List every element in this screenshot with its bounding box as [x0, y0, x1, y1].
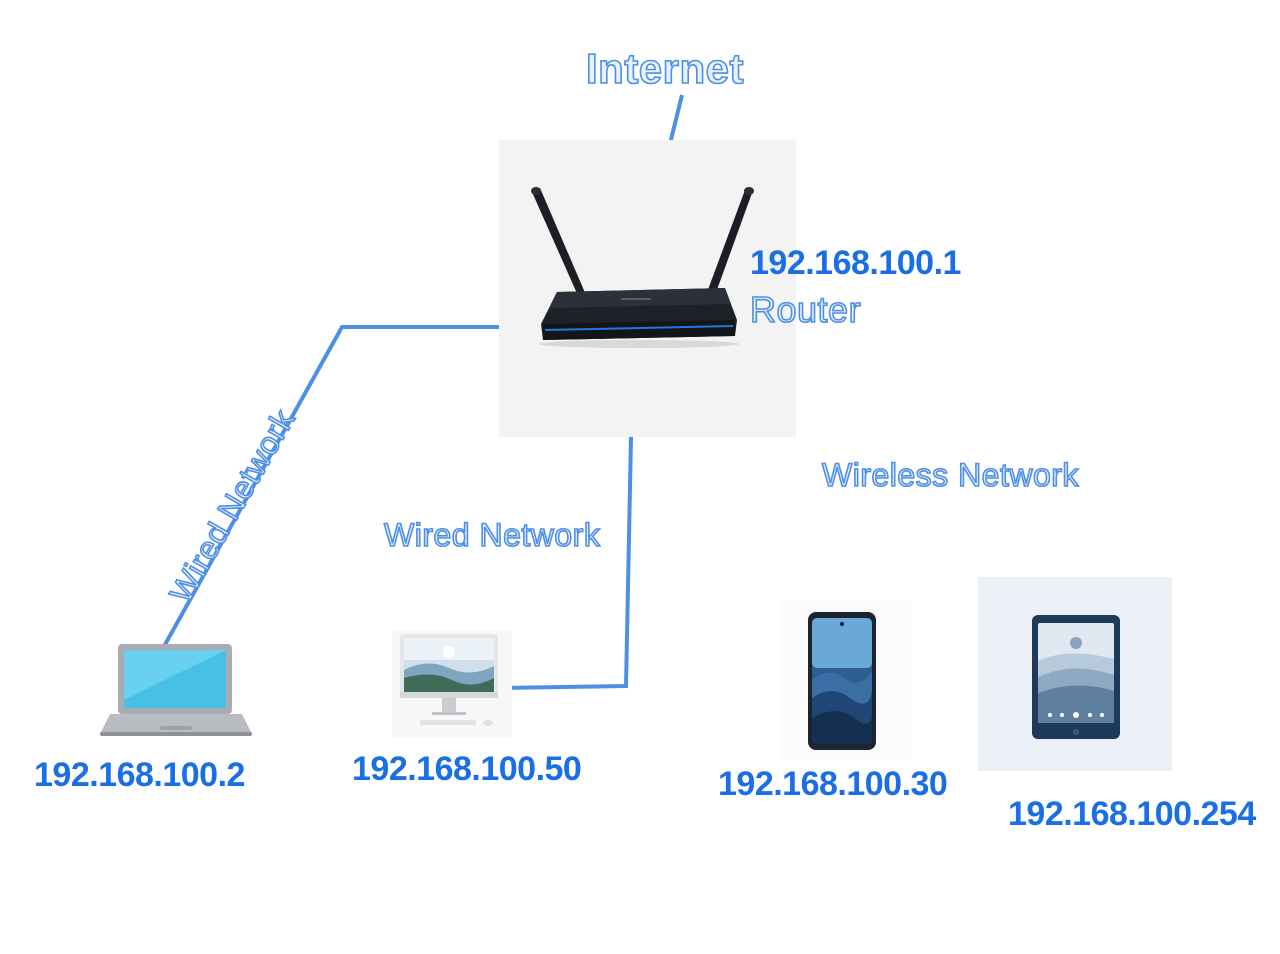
tablet-icon [1032, 615, 1120, 739]
desktop-ip-label: 192.168.100.50 [352, 750, 582, 788]
internet-label: Internet [585, 45, 745, 92]
wired-network-center-label: Wired Network [383, 517, 601, 553]
laptop-wired-link-line [160, 325, 545, 651]
smartphone-icon [808, 612, 876, 750]
phone-ip-label: 192.168.100.30 [718, 765, 948, 803]
desktop-wired-link-line [497, 337, 635, 690]
wireless-network-label: Wireless Network [821, 457, 1079, 493]
router-ip-label: 192.168.100.1 [750, 244, 961, 282]
tablet-ip-label: 192.168.100.254 [1008, 795, 1256, 833]
router-label: Router [749, 289, 862, 330]
router-icon [531, 187, 754, 348]
laptop-ip-label: 192.168.100.2 [34, 756, 245, 794]
desktop-computer-icon [400, 634, 498, 726]
laptop-icon [100, 644, 252, 736]
